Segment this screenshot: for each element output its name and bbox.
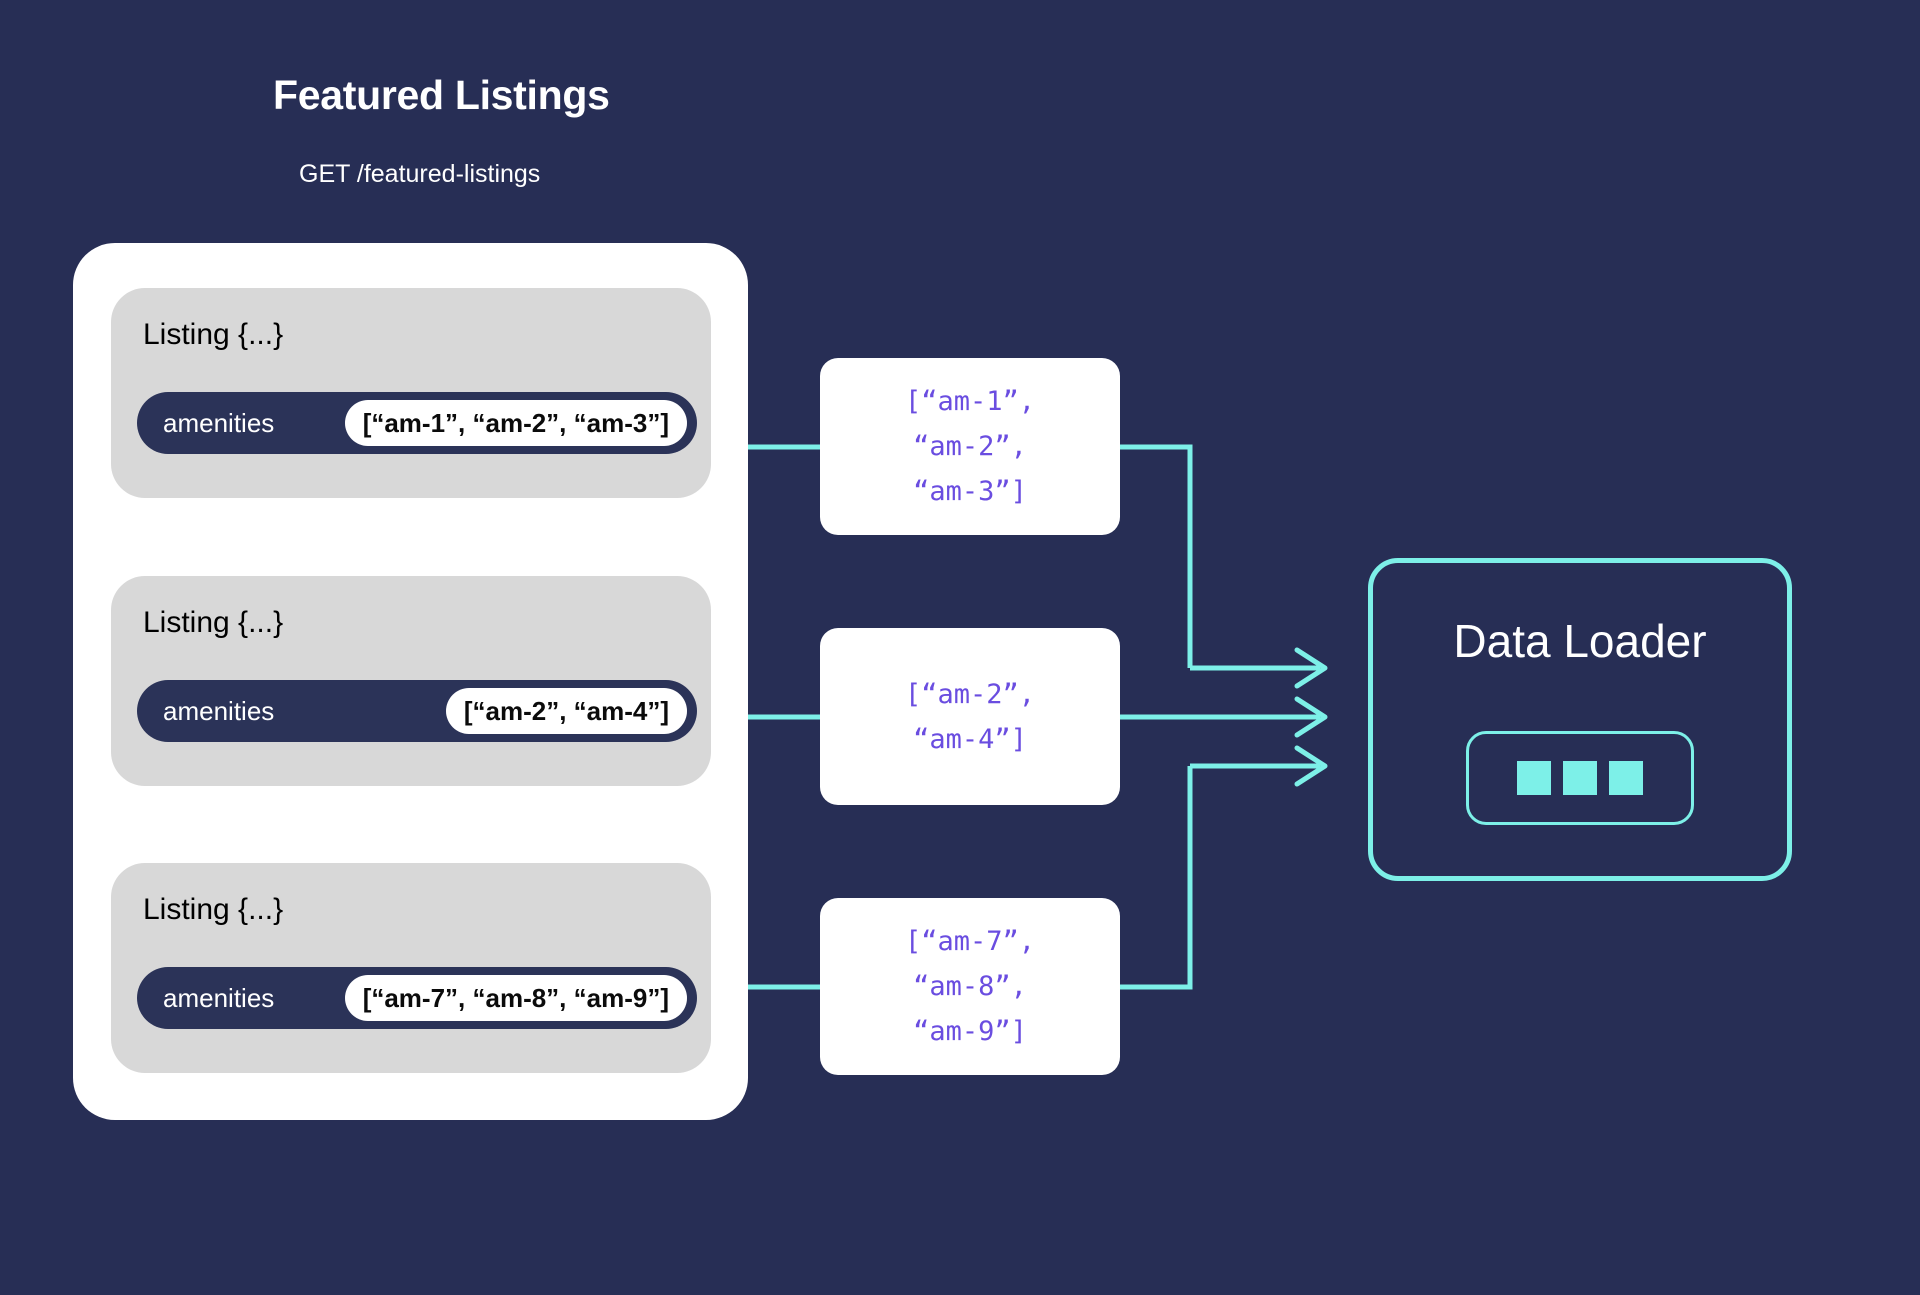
amenities-field[interactable]: amenities [“am-2”, “am-4”] bbox=[137, 680, 697, 742]
loader-square-icon bbox=[1563, 761, 1597, 795]
amenities-field[interactable]: amenities [“am-1”, “am-2”, “am-3”] bbox=[137, 392, 697, 454]
amenities-key-label: amenities bbox=[163, 982, 275, 1013]
listing-label: Listing {...} bbox=[143, 606, 284, 639]
data-loader-title: Data Loader bbox=[1453, 615, 1707, 667]
code-line: “am-3”] bbox=[913, 476, 1027, 507]
amenities-value: [“am-7”, “am-8”, “am-9”] bbox=[344, 975, 687, 1021]
data-loader-node[interactable]: Data Loader bbox=[1368, 558, 1792, 881]
code-line: [“am-2”, bbox=[904, 678, 1036, 710]
amenities-key-label: amenities bbox=[163, 407, 275, 438]
code-line: “am-8”, bbox=[913, 971, 1027, 1002]
code-line: “am-4”] bbox=[913, 723, 1027, 755]
amenities-payload-box: [“am-2”, “am-4”] bbox=[820, 628, 1120, 805]
code-line: “am-2”, bbox=[913, 431, 1027, 462]
amenities-field[interactable]: amenities [“am-7”, “am-8”, “am-9”] bbox=[137, 967, 697, 1029]
endpoint-label: GET /featured-listings bbox=[299, 160, 541, 188]
amenities-key-label: amenities bbox=[163, 695, 275, 726]
listing-label: Listing {...} bbox=[143, 893, 284, 926]
code-line: “am-9”] bbox=[913, 1016, 1027, 1047]
loader-chip-icon bbox=[1466, 731, 1694, 825]
listing-label: Listing {...} bbox=[143, 318, 284, 351]
amenities-payload-box: [“am-7”, “am-8”, “am-9”] bbox=[820, 898, 1120, 1075]
listing-card[interactable]: Listing {...} amenities [“am-7”, “am-8”,… bbox=[111, 863, 711, 1073]
amenities-value: [“am-1”, “am-2”, “am-3”] bbox=[344, 400, 687, 446]
featured-listings-panel: Listing {...} amenities [“am-1”, “am-2”,… bbox=[73, 243, 748, 1120]
listing-card[interactable]: Listing {...} amenities [“am-1”, “am-2”,… bbox=[111, 288, 711, 498]
listing-card[interactable]: Listing {...} amenities [“am-2”, “am-4”] bbox=[111, 576, 711, 786]
code-line: [“am-7”, bbox=[904, 926, 1036, 957]
amenities-payload-box: [“am-1”, “am-2”, “am-3”] bbox=[820, 358, 1120, 535]
loader-square-icon bbox=[1517, 761, 1551, 795]
loader-square-icon bbox=[1609, 761, 1643, 795]
code-line: [“am-1”, bbox=[904, 386, 1036, 417]
amenities-value: [“am-2”, “am-4”] bbox=[445, 688, 687, 734]
page-title: Featured Listings bbox=[273, 72, 610, 118]
